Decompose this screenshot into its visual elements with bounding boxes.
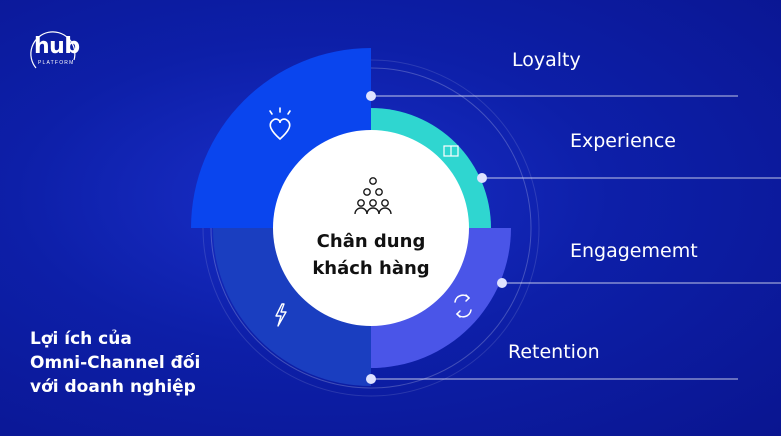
loyalty-dot <box>366 91 376 101</box>
people-icon <box>354 177 392 215</box>
logo-ring-icon <box>30 31 76 69</box>
label-retention: Retention <box>508 341 600 363</box>
label-loyalty: Loyalty <box>512 49 581 71</box>
experience-dot <box>477 173 487 183</box>
side-title-line2: Omni-Channel đối <box>30 353 201 373</box>
book-icon <box>443 145 459 157</box>
center-title-line1: Chân dung <box>316 231 426 252</box>
engagement-dot <box>497 278 507 288</box>
heart-icon <box>269 107 291 141</box>
logo-subtext: PLATFORM <box>38 60 75 66</box>
retention-dot <box>366 374 376 384</box>
center-title-line2: khách hàng <box>312 258 430 279</box>
side-title: Lợi ích của Omni-Channel đối với doanh n… <box>30 327 200 399</box>
side-title-line1: Lợi ích của <box>30 329 132 349</box>
lightning-icon <box>275 303 287 327</box>
center-circle <box>273 130 469 326</box>
hub-platform-logo: hub PLATFORM <box>28 30 80 76</box>
side-title-line3: với doanh nghiệp <box>30 377 196 397</box>
refresh-icon <box>454 294 472 318</box>
label-experience: Experience <box>570 130 676 152</box>
center-title: Chân dung khách hàng <box>276 228 466 282</box>
label-engagement: Engagememt <box>570 240 698 262</box>
logo-text: hub <box>34 34 80 59</box>
